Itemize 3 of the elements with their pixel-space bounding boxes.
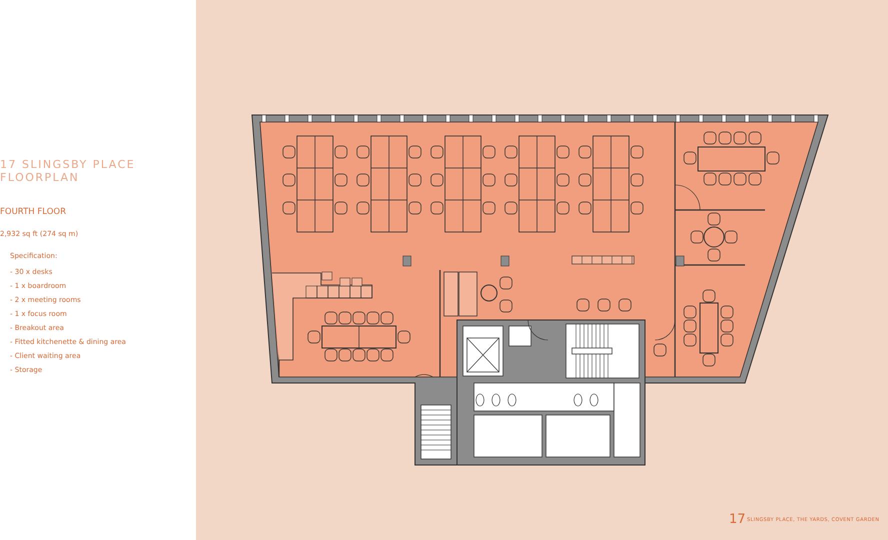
page-title: 17 SLINGSBY PLACE FLOORPLAN bbox=[0, 158, 136, 184]
floor-heading: FOURTH FLOOR bbox=[0, 207, 66, 217]
page-number: 17 bbox=[729, 512, 746, 527]
